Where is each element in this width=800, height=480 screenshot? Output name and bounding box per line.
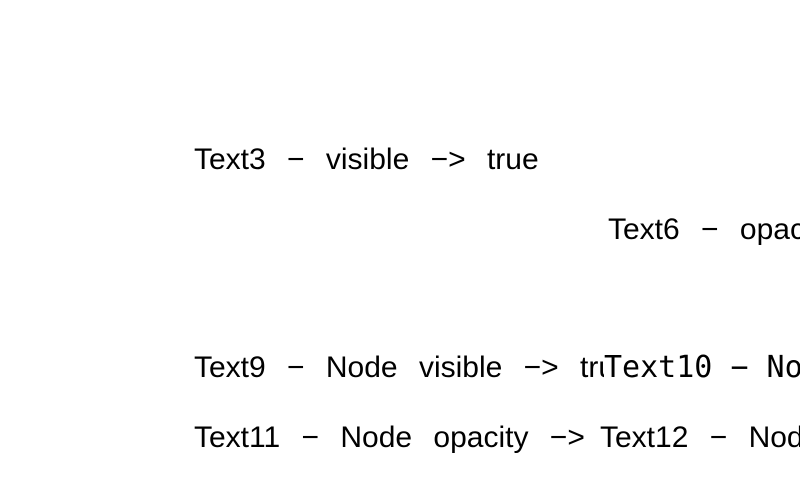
label-text3: Text3 − visible −> true <box>194 143 539 176</box>
label-text11: Text11 − Node opacity −> 0.5 <box>194 421 648 454</box>
label-text6: Text6 − opacity <box>608 213 800 246</box>
label-text10: Text10 − Node <box>604 353 800 383</box>
label-text9: Text9 − Node visible −> true <box>194 351 632 384</box>
label-text12: Text12 − Node <box>600 423 800 453</box>
